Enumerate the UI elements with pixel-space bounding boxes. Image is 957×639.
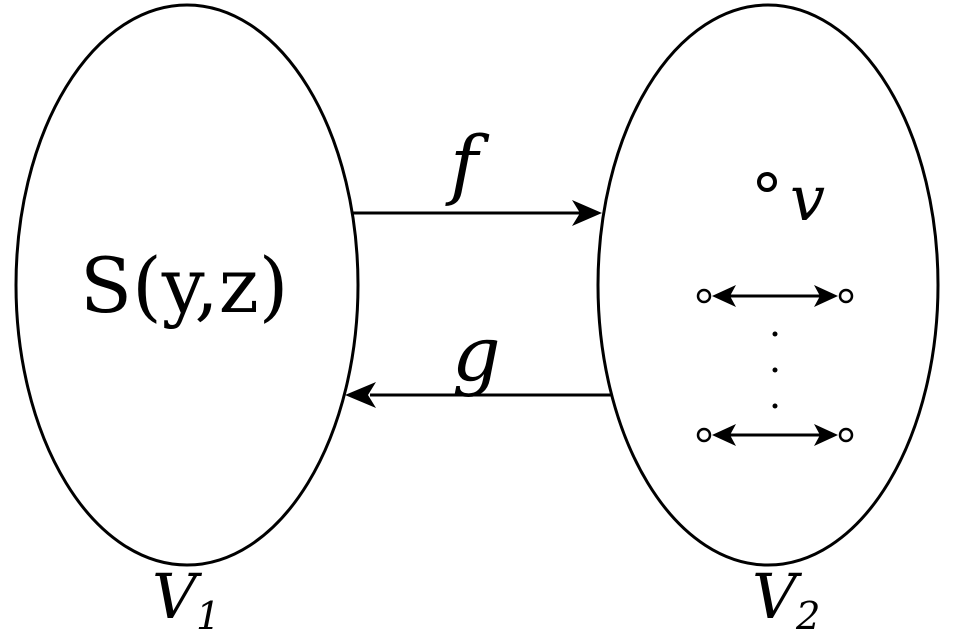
set-v1-subscript: 1 <box>196 593 221 639</box>
pair-bottom-left-vertex <box>696 427 712 443</box>
set-v2-ellipse <box>596 3 940 567</box>
map-f-label: f <box>450 119 479 208</box>
set-v1-ellipse <box>14 3 360 567</box>
set-v2-subscript: 2 <box>796 593 821 639</box>
set-v1-label: V1 <box>152 566 220 636</box>
set-v2-label: V2 <box>752 566 820 636</box>
matched-pair-top <box>696 285 854 307</box>
set-v2-name: V <box>752 560 797 633</box>
pair-top-left-vertex <box>696 288 712 304</box>
set-v1-content: S(y,z) <box>80 241 289 330</box>
vertex-v-label: v <box>790 162 826 235</box>
map-g-arrow <box>345 382 612 408</box>
map-f-arrow <box>352 200 602 226</box>
vertex-v <box>757 172 777 192</box>
ellipsis-dots <box>772 331 778 409</box>
map-g-label: g <box>452 309 501 398</box>
matched-pair-bottom <box>696 424 854 446</box>
pair-bottom-right-vertex <box>838 427 854 443</box>
pair-top-right-vertex <box>838 288 854 304</box>
set-v1-name: V <box>152 560 197 633</box>
